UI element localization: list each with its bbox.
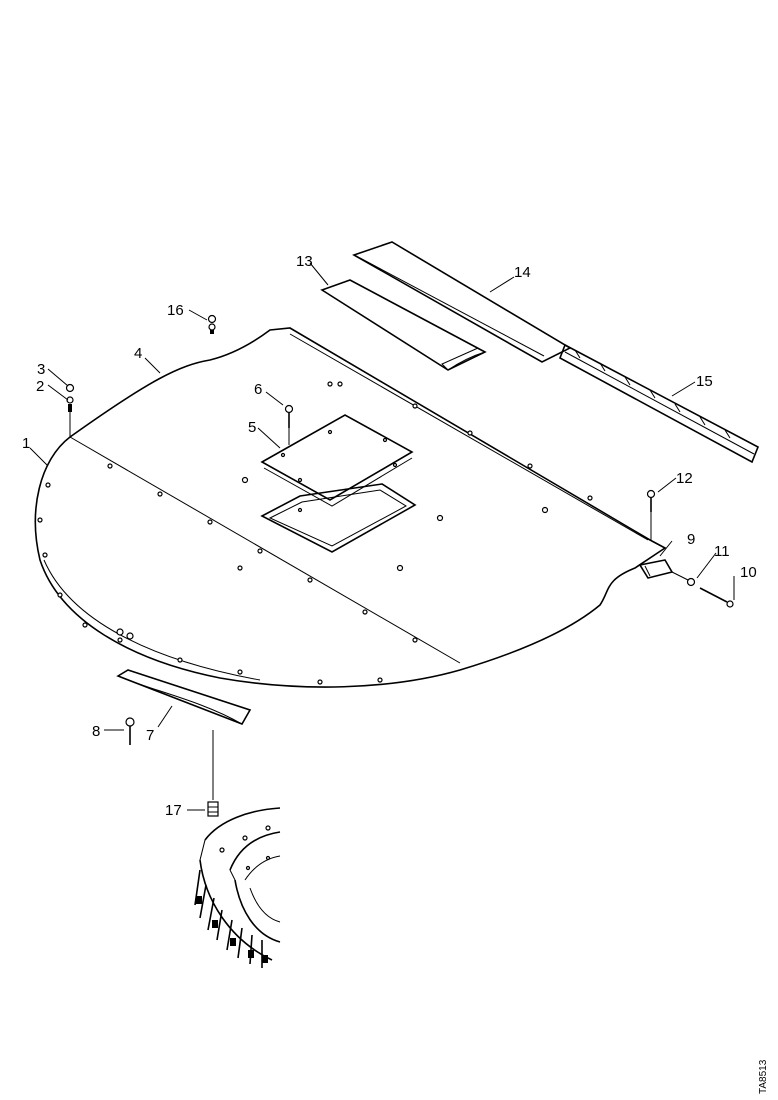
callout-17: 17 xyxy=(165,802,182,819)
callout-labels: 1 2 3 4 5 6 7 8 9 10 11 12 13 14 15 16 1… xyxy=(22,253,757,819)
panel-14 xyxy=(352,241,572,363)
reference-code: TA8513 xyxy=(758,1059,769,1094)
nut-11 xyxy=(671,571,696,587)
screw-12 xyxy=(646,489,656,540)
access-cover xyxy=(260,414,414,507)
callout-2: 2 xyxy=(36,378,44,395)
callout-10: 10 xyxy=(740,564,757,581)
leader-lines xyxy=(29,262,735,811)
callout-13: 13 xyxy=(296,253,313,270)
bracket-9 xyxy=(638,559,674,579)
callout-6: 6 xyxy=(254,381,262,398)
callout-16: 16 xyxy=(167,302,184,319)
fastener-16 xyxy=(207,314,217,334)
screw-6 xyxy=(284,404,294,445)
callout-7: 7 xyxy=(146,727,154,744)
access-opening xyxy=(260,483,417,553)
callout-11: 11 xyxy=(714,543,730,560)
rail-15 xyxy=(559,343,760,464)
callout-14: 14 xyxy=(514,264,531,281)
callout-15: 15 xyxy=(696,373,713,390)
screw-stack-2-3 xyxy=(65,383,75,437)
callout-8: 8 xyxy=(92,723,100,740)
floor-plate xyxy=(34,327,667,688)
panel-13 xyxy=(320,279,487,371)
callout-3: 3 xyxy=(37,361,45,378)
strip-7 xyxy=(116,669,252,725)
curved-segment-assembly xyxy=(194,807,281,968)
bolt-10 xyxy=(699,587,734,608)
callout-12: 12 xyxy=(676,470,693,487)
callout-1: 1 xyxy=(22,435,30,452)
spacer-17 xyxy=(207,730,219,817)
callout-9: 9 xyxy=(687,531,695,548)
callout-5: 5 xyxy=(248,419,256,436)
callout-4: 4 xyxy=(134,345,142,362)
rivet-8 xyxy=(125,717,135,745)
